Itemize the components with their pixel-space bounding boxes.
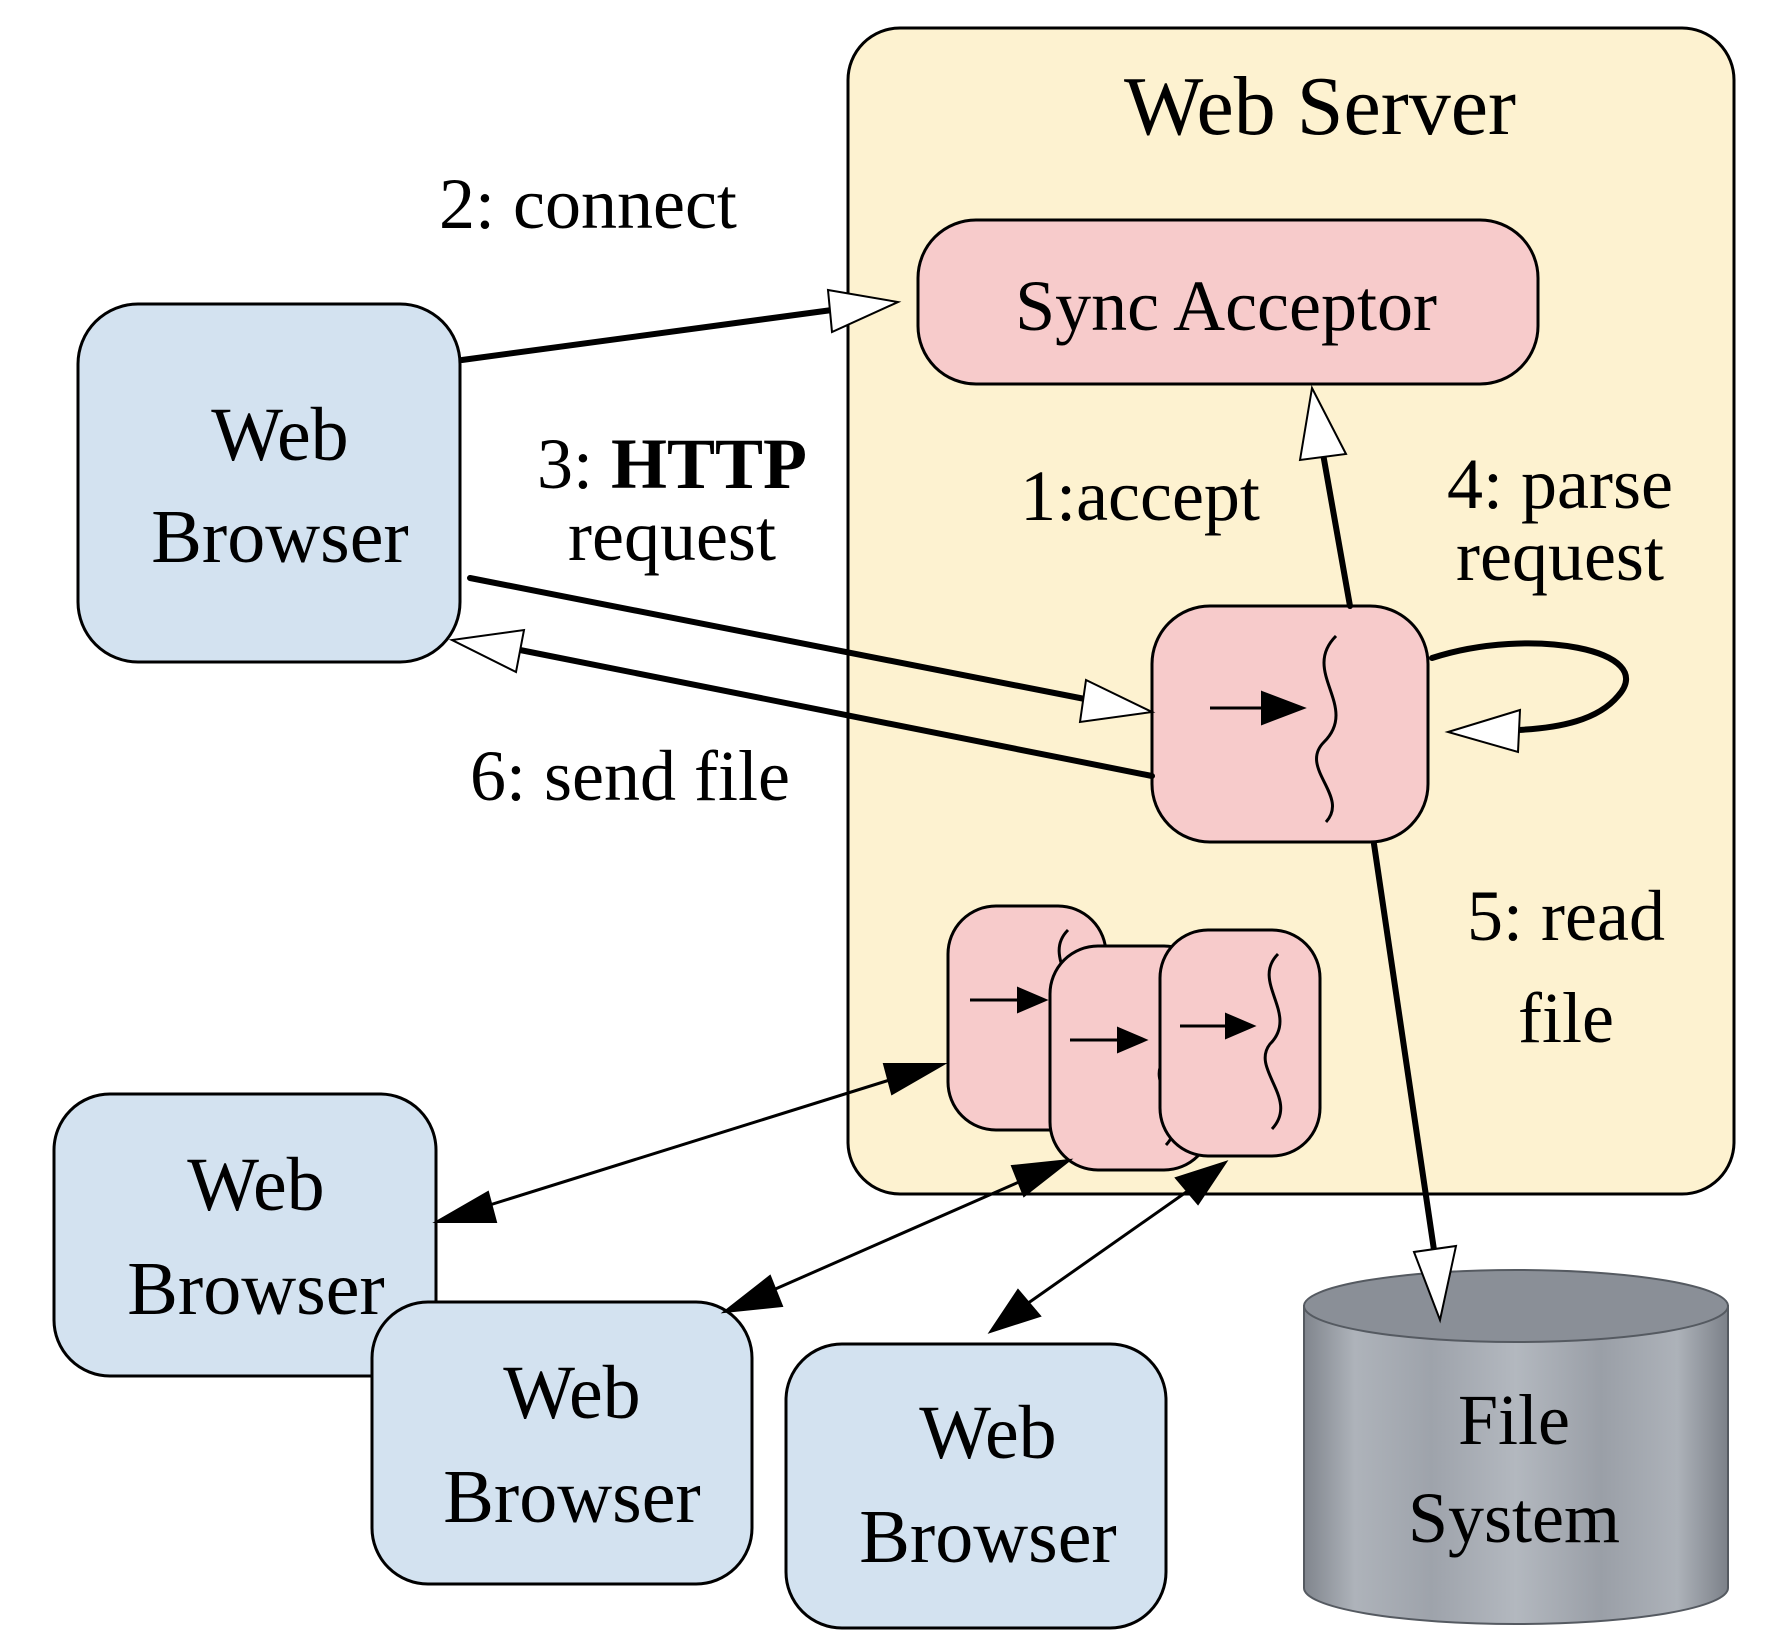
edge-send-file: [448, 628, 1155, 779]
step-read-label-line1: 5: read: [1467, 876, 1665, 956]
step-accept-label: 1:accept: [1020, 456, 1260, 536]
step-http-number: 3:: [537, 424, 593, 504]
step-parse-label-line2: request: [1456, 516, 1664, 596]
edge-accept: [1298, 384, 1353, 609]
step-http-bold: HTTP: [611, 424, 807, 504]
edge-read-file: [1371, 841, 1458, 1324]
web-browser: Web Browser: [784, 1342, 1168, 1630]
event-handler-icon: [1158, 928, 1322, 1158]
edge-browser-handler: [720, 1158, 1074, 1314]
sync-acceptor-label: Sync Acceptor: [1015, 266, 1437, 346]
web-browser-label-line2: Browser: [443, 1455, 701, 1539]
web-browser-label-line1: Web: [211, 393, 348, 477]
step-http-request-label: request: [568, 496, 776, 576]
web-browser: Web Browser: [52, 1092, 438, 1378]
edge-browser-handler: [987, 1160, 1229, 1334]
edge-connect: [459, 288, 902, 363]
web-browser: Web Browser: [76, 302, 462, 664]
step-read-label-line2: file: [1518, 978, 1614, 1058]
web-browser-label-line1: Web: [187, 1143, 324, 1227]
edge-parse-request: [1429, 640, 1629, 754]
web-browser: Web Browser: [370, 1300, 754, 1586]
step-send-label: 6: send file: [470, 736, 790, 816]
file-system-label-line1: File: [1458, 1380, 1570, 1460]
edge-browser-handler: [432, 1063, 948, 1223]
web-browser-label-line1: Web: [503, 1351, 640, 1435]
step-parse-label-line1: 4: parse: [1447, 444, 1673, 524]
handler-stack: [946, 904, 1322, 1172]
web-browser-label-line2: Browser: [151, 495, 409, 579]
arrow-right-icon: [1261, 690, 1307, 726]
edge-http-request: [467, 575, 1156, 724]
sync-acceptor: Sync Acceptor: [916, 218, 1540, 386]
file-system-label-line2: System: [1408, 1478, 1620, 1558]
web-server-title: Web Server: [1124, 60, 1516, 153]
web-browser-label-line2: Browser: [127, 1247, 385, 1331]
step-connect-label: 2: connect: [439, 164, 737, 244]
step-http-label: 3: HTTP: [537, 424, 807, 504]
web-browser-label-line2: Browser: [859, 1495, 1117, 1579]
file-system: File System: [1303, 1269, 1729, 1625]
http-handler: [1150, 604, 1430, 844]
web-browser-label-line1: Web: [919, 1391, 1056, 1475]
